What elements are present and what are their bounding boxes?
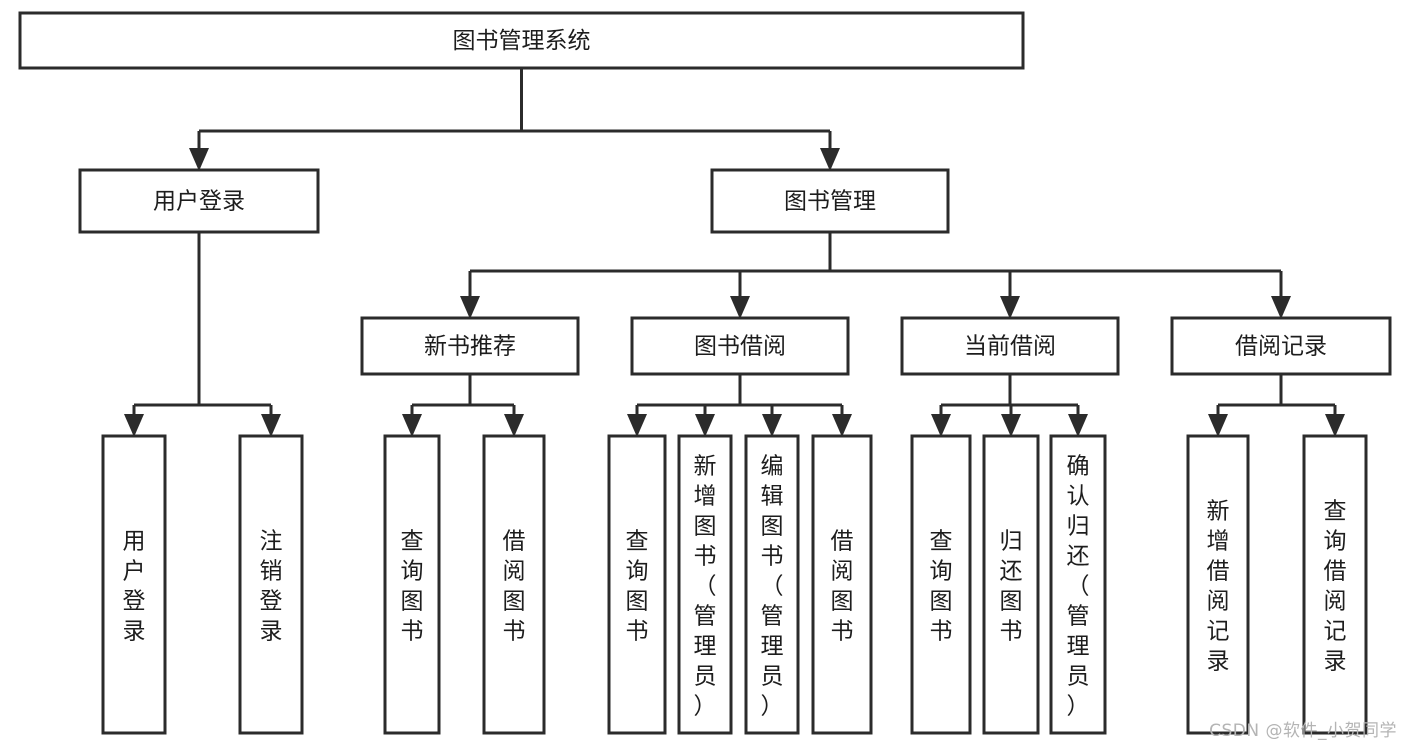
diagram-node-leaf-new-1[interactable]: 查询图书	[383, 434, 441, 735]
node-label: 借阅图书	[503, 529, 526, 645]
node-box[interactable]	[18, 11, 1025, 70]
node-box[interactable]	[1049, 434, 1107, 735]
node-box[interactable]	[360, 316, 580, 376]
node-box[interactable]	[238, 434, 304, 735]
node-box[interactable]	[630, 316, 850, 376]
arrow-head-icon	[261, 414, 281, 437]
node-label: 用户登录	[153, 189, 245, 215]
node-box[interactable]	[982, 434, 1040, 735]
node-label: 用户登录	[123, 529, 146, 645]
arrow-head-icon	[402, 414, 422, 437]
diagram-node-records[interactable]: 借阅记录	[1170, 316, 1392, 376]
diagram-node-login[interactable]: 用户登录	[78, 168, 320, 234]
diagram-node-root[interactable]: 图书管理系统	[18, 11, 1025, 70]
node-label: 编辑图书（管理员）	[761, 454, 784, 720]
node-box[interactable]	[1302, 434, 1368, 735]
diagram-node-leaf-rec-1[interactable]: 新增借阅记录	[1186, 434, 1250, 735]
node-box[interactable]	[744, 434, 800, 735]
node-box[interactable]	[811, 434, 873, 735]
arrow-head-icon	[1208, 414, 1228, 437]
diagram-node-bookmgmt[interactable]: 图书管理	[710, 168, 950, 234]
connector-layer	[124, 68, 1345, 437]
arrow-head-icon	[931, 414, 951, 437]
node-label: 新书推荐	[424, 334, 516, 360]
node-label: 确认归还（管理员）	[1067, 454, 1090, 720]
node-box[interactable]	[910, 434, 972, 735]
arrow-head-icon	[124, 414, 144, 437]
arrow-head-icon	[1068, 414, 1088, 437]
node-label: 当前借阅	[964, 334, 1056, 360]
diagram-node-leaf-cur-3[interactable]: 确认归还（管理员）	[1049, 434, 1107, 735]
arrow-head-icon	[820, 148, 840, 171]
node-label: 新增借阅记录	[1207, 499, 1230, 675]
arrow-head-icon	[460, 296, 480, 319]
arrow-head-icon	[1325, 414, 1345, 437]
arrow-head-icon	[1271, 296, 1291, 319]
node-label: 图书管理系统	[453, 28, 591, 54]
diagram-node-leaf-login-2[interactable]: 注销登录	[238, 434, 304, 735]
diagram-node-leaf-rec-2[interactable]: 查询借阅记录	[1302, 434, 1368, 735]
node-box[interactable]	[1170, 316, 1392, 376]
diagram-node-leaf-borrow-1[interactable]: 查询图书	[607, 434, 667, 735]
node-label: 图书借阅	[694, 334, 786, 360]
node-box[interactable]	[101, 434, 167, 735]
diagram-node-leaf-new-2[interactable]: 借阅图书	[482, 434, 546, 735]
node-label: 借阅图书	[831, 529, 854, 645]
arrow-head-icon	[627, 414, 647, 437]
node-box[interactable]	[482, 434, 546, 735]
node-box[interactable]	[710, 168, 950, 234]
arrow-head-icon	[762, 414, 782, 437]
node-label: 查询图书	[930, 529, 953, 645]
node-box[interactable]	[607, 434, 667, 735]
node-label: 新增图书（管理员）	[694, 454, 717, 720]
diagram-node-leaf-borrow-3[interactable]: 编辑图书（管理员）	[744, 434, 800, 735]
node-box[interactable]	[1186, 434, 1250, 735]
arrow-head-icon	[730, 296, 750, 319]
diagram-node-current[interactable]: 当前借阅	[900, 316, 1120, 376]
diagram-node-leaf-login-1[interactable]: 用户登录	[101, 434, 167, 735]
node-label: 借阅记录	[1235, 334, 1327, 360]
arrow-head-icon	[832, 414, 852, 437]
node-label: 查询图书	[626, 529, 649, 645]
arrow-head-icon	[504, 414, 524, 437]
node-layer: 图书管理系统用户登录图书管理新书推荐图书借阅当前借阅借阅记录用户登录注销登录查询…	[18, 11, 1392, 735]
node-label: 归还图书	[1000, 529, 1023, 645]
watermark-label: CSDN @软件_小贺同学	[1209, 721, 1397, 741]
diagram-node-leaf-cur-2[interactable]: 归还图书	[982, 434, 1040, 735]
diagram-node-leaf-cur-1[interactable]: 查询图书	[910, 434, 972, 735]
node-box[interactable]	[900, 316, 1120, 376]
node-box[interactable]	[677, 434, 733, 735]
node-label: 图书管理	[784, 189, 876, 215]
arrow-head-icon	[189, 148, 209, 171]
arrow-head-icon	[1001, 414, 1021, 437]
node-box[interactable]	[383, 434, 441, 735]
arrow-head-icon	[695, 414, 715, 437]
diagram-node-leaf-borrow-4[interactable]: 借阅图书	[811, 434, 873, 735]
node-label: 查询借阅记录	[1324, 499, 1347, 675]
node-label: 查询图书	[401, 529, 424, 645]
node-label: 注销登录	[260, 529, 283, 645]
diagram-node-leaf-borrow-2[interactable]: 新增图书（管理员）	[677, 434, 733, 735]
diagram-node-borrow[interactable]: 图书借阅	[630, 316, 850, 376]
arrow-head-icon	[1000, 296, 1020, 319]
diagram-node-newbook[interactable]: 新书推荐	[360, 316, 580, 376]
node-box[interactable]	[78, 168, 320, 234]
